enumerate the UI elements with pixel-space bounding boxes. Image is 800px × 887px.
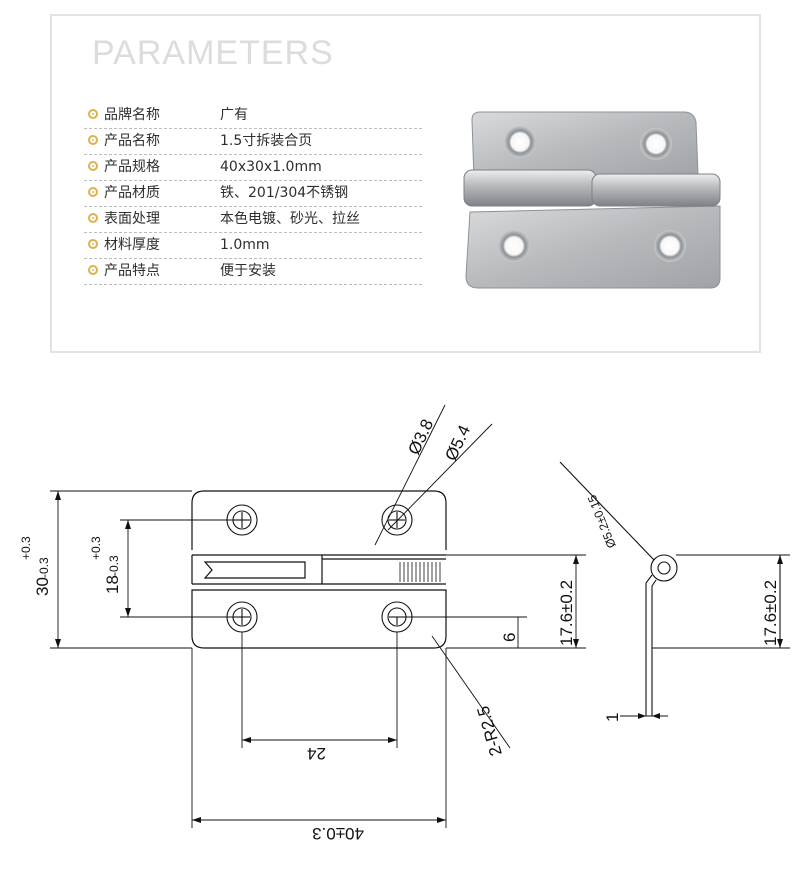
parameters-heading: PARAMETERS	[92, 34, 334, 72]
spec-value: 便于安装	[220, 263, 276, 279]
drawing-lower-leaf	[191, 589, 447, 649]
spec-value: 广有	[220, 107, 248, 123]
spec-label: 材料厚度	[104, 237, 160, 253]
hinge-knuckle-right	[591, 173, 721, 207]
technical-drawing: 30 +0.3 -0.3 18 +0.3 -0.3 Ø3.8 Ø5.4 17.6…	[19, 404, 790, 843]
spec-row-feature: 产品特点 便于安装	[84, 259, 422, 285]
dim-height-tol-lower: -0.3	[37, 557, 51, 578]
bullet-icon	[88, 135, 98, 145]
spec-row-spec: 产品规格 40x30x1.0mm	[84, 155, 422, 181]
hinge-knuckle-left	[463, 169, 597, 207]
spec-row-product-name: 产品名称 1.5寸拆装合页	[84, 129, 422, 155]
dim-radius: 2-R2.5	[474, 704, 506, 758]
spec-label: 表面处理	[104, 211, 160, 227]
hinge-photo-hole	[640, 128, 672, 160]
spec-label: 品牌名称	[104, 107, 160, 123]
dim-hole-spacing: 24	[307, 744, 326, 763]
hinge-photo-hole	[504, 126, 536, 158]
spec-row-material: 产品材质 铁、201/304不锈钢	[84, 181, 422, 207]
spec-label: 产品特点	[104, 263, 160, 279]
spec-row-thickness: 材料厚度 1.0mm	[84, 233, 422, 259]
drawing-knurl	[399, 562, 441, 582]
bullet-icon	[88, 187, 98, 197]
hinge-photo-hole	[498, 230, 530, 262]
drawing-hole	[381, 504, 413, 536]
dim-hole-large: Ø5.4	[441, 422, 474, 463]
dim-hole-small: Ø3.8	[404, 416, 437, 457]
drawing-pin	[203, 561, 306, 579]
dim-inner: 18	[103, 575, 122, 594]
spec-label: 产品规格	[104, 159, 160, 175]
spec-value: 40x30x1.0mm	[220, 159, 322, 175]
spec-table: 品牌名称 广有 产品名称 1.5寸拆装合页 产品规格 40x30x1.0mm 产…	[84, 103, 422, 285]
hinge-photo	[463, 111, 721, 289]
spec-label: 产品名称	[104, 133, 160, 149]
dim-height: 30	[33, 577, 52, 596]
bullet-icon	[88, 239, 98, 249]
hinge-lower-leaf	[465, 205, 721, 289]
drawing-upper-leaf	[191, 490, 447, 550]
spec-value: 1.5寸拆装合页	[220, 133, 313, 149]
hinge-photo-hole	[654, 230, 686, 262]
bullet-icon	[88, 161, 98, 171]
dim-thickness: 1	[603, 713, 622, 722]
spec-value: 1.0mm	[220, 237, 270, 253]
bullet-icon	[88, 109, 98, 119]
dim-pin-diameter: Ø5.2±0.15	[585, 493, 619, 550]
bullet-icon	[88, 265, 98, 275]
side-view-leaf	[645, 574, 657, 716]
dim-hole-offset: 6	[500, 633, 519, 642]
spec-value: 本色电镀、砂光、拉丝	[220, 211, 360, 227]
bullet-icon	[88, 213, 98, 223]
drawing-knuckle	[191, 554, 446, 585]
side-view-pin	[650, 554, 678, 582]
dim-inner-tol-lower: -0.3	[107, 555, 121, 576]
spec-label: 产品材质	[104, 185, 160, 201]
dim-width: 40±0.3	[312, 824, 364, 843]
dimension-arrows	[55, 491, 579, 823]
dim-pin-front: 17.6±0.2	[557, 580, 576, 646]
spec-value: 铁、201/304不锈钢	[220, 185, 349, 201]
dim-pin-side: 17.6±0.2	[761, 580, 780, 646]
dim-height-tol-upper: +0.3	[19, 536, 33, 560]
spec-row-brand: 品牌名称 广有	[84, 103, 422, 129]
dim-inner-tol-upper: +0.3	[89, 536, 103, 560]
spec-row-finish: 表面处理 本色电镀、砂光、拉丝	[84, 207, 422, 233]
